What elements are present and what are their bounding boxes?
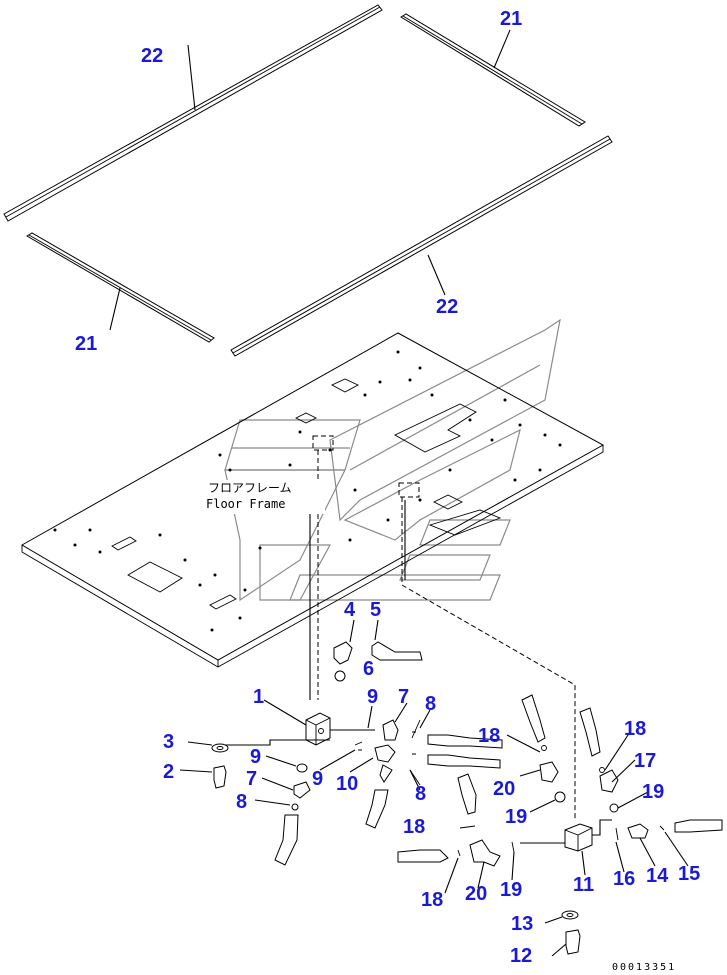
callout-19: 19 [642,781,664,803]
drawing-code: 00013351 [612,962,676,973]
left-fitting-assembly [211,641,503,866]
callout-22: 22 [141,45,163,67]
callout-20: 20 [465,883,487,905]
callout-16: 16 [613,868,635,890]
callout-20: 20 [493,778,515,800]
callout-11: 11 [573,874,594,896]
seal-strip-22-upper [3,4,383,222]
detail-box-left [312,435,334,451]
callout-15: 15 [678,863,700,885]
callout-8: 8 [425,693,436,715]
callout-4: 4 [344,599,356,621]
callout-14: 14 [646,865,669,887]
callout-1: 1 [253,686,264,708]
callout-17: 17 [634,750,656,772]
callout-8: 8 [415,783,426,805]
frame-label-box [205,480,325,514]
callout-18: 18 [624,718,646,740]
callout-3: 3 [163,731,174,753]
callout-9: 9 [250,746,261,768]
callout-13: 13 [511,913,533,935]
right-fitting-assembly [397,694,723,955]
callout-12: 12 [510,945,532,967]
callout-18: 18 [403,816,425,838]
callout-7: 7 [398,686,409,708]
seal-strip-21-upper [400,13,586,127]
callouts: 22 21 21 22 4 5 6 1 9 7 8 3 2 9 7 8 9 10… [75,8,700,967]
seal-strip-22-lower [230,135,613,357]
callout-18: 18 [421,889,443,911]
callout-21: 21 [75,333,97,355]
callout-10: 10 [336,773,358,795]
callout-6: 6 [363,658,374,680]
callout-8: 8 [236,791,247,813]
callout-9: 9 [367,686,378,708]
detail-box-right [398,482,420,498]
floor-frame-plate [20,332,605,668]
callout-18: 18 [478,725,500,747]
callout-7: 7 [246,768,257,790]
callout-5: 5 [370,599,381,621]
seal-strip-21-lower [26,232,215,343]
callout-19: 19 [505,806,527,828]
callout-19: 19 [500,879,522,901]
ghost-logo-watermark [224,318,561,602]
callout-9: 9 [312,768,323,790]
frame-label-en: Floor Frame [206,497,285,511]
leader-dash-right [401,497,576,820]
leader-lines [109,29,689,957]
callout-21: 21 [500,8,522,30]
callout-22: 22 [436,296,458,318]
frame-label-jp: フロアフレーム [208,481,292,495]
callout-2: 2 [163,761,174,783]
